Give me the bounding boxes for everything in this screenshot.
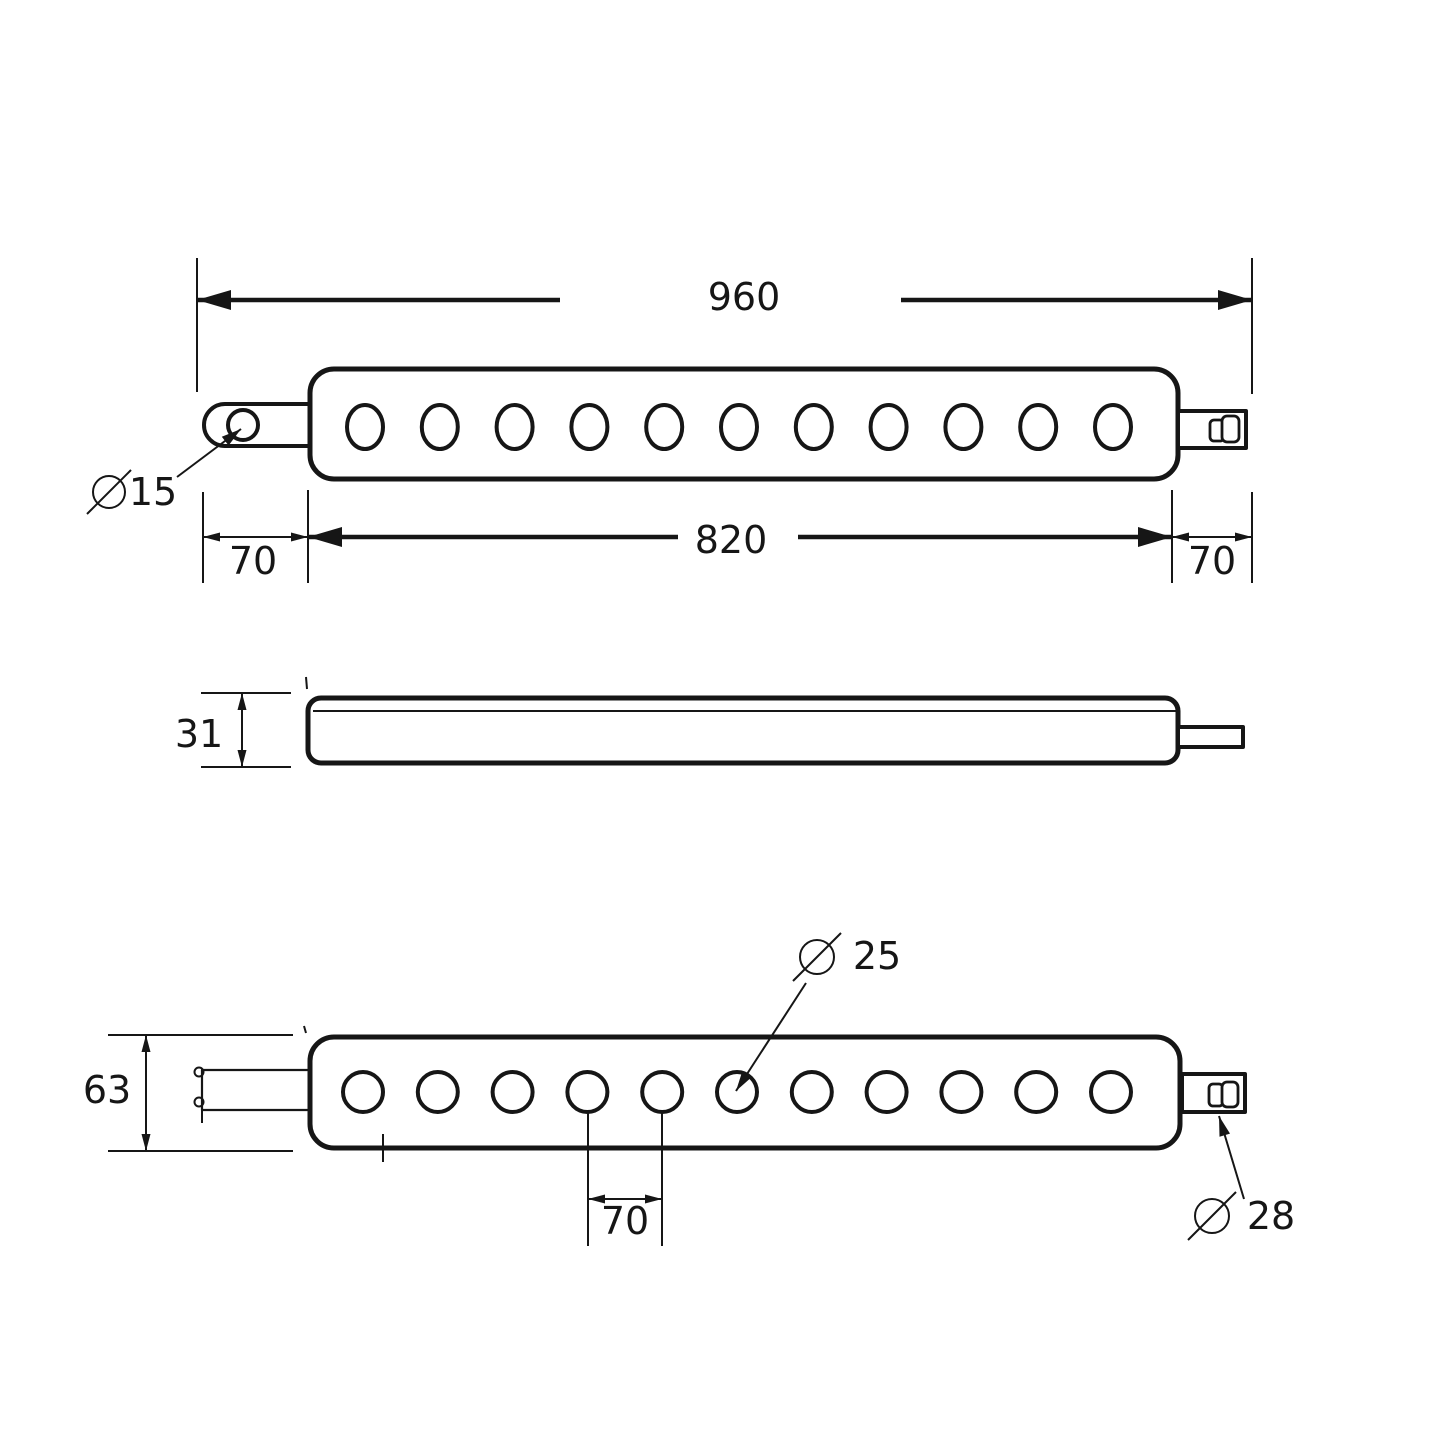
leader-arrowhead [736, 1071, 752, 1091]
clip-detail [1220, 414, 1241, 444]
diameter-symbol [1194, 1198, 1230, 1234]
witness-tick [303, 1025, 307, 1034]
top-view-hole [419, 403, 460, 451]
top-view-hole [345, 403, 385, 451]
bottom-view-hole [490, 1070, 535, 1114]
top-view-hole [1018, 403, 1059, 451]
top-view-hole [569, 403, 610, 451]
leader-arrowhead [221, 429, 241, 446]
dimension-width-63: 63 [83, 1034, 293, 1152]
diameter-symbol-slash [1187, 1191, 1237, 1241]
diameter-symbol-slash [792, 932, 842, 982]
arrowhead [1172, 532, 1189, 542]
clip-detail [1220, 1080, 1240, 1109]
arrowhead-down [141, 1134, 151, 1151]
arrowhead [588, 1194, 605, 1204]
arrowhead-right [1218, 290, 1252, 310]
top-view-hole [868, 403, 909, 451]
top-view-hole [494, 403, 535, 451]
diameter-symbol-slash [86, 469, 132, 515]
right-tab-top-view [1176, 409, 1248, 450]
dimension-label-960: 960 [708, 275, 781, 319]
bottom-view-hole [640, 1070, 685, 1114]
bottom-view-hole [939, 1070, 984, 1114]
bottom-view-hole [864, 1070, 909, 1114]
top-view-hole [1093, 403, 1133, 451]
bottom-view-hole [415, 1070, 460, 1114]
bottom-view: 63 25 [83, 932, 1295, 1246]
top-view-hole [943, 403, 984, 451]
dimension-right-offset-70: 70 [1172, 492, 1253, 583]
callout-dia-25: 25 [735, 932, 901, 1092]
bottom-view-holes [341, 1070, 1133, 1114]
bottom-view-hole [565, 1070, 610, 1114]
left-clevis-tab [202, 402, 312, 448]
dimension-label-70-right: 70 [1188, 539, 1236, 583]
right-tab-bottom-view [1180, 1072, 1247, 1114]
arrowhead-left [308, 527, 342, 547]
arrowhead [1235, 532, 1252, 542]
diameter-symbol [92, 475, 126, 509]
bottom-view-hole [341, 1070, 385, 1114]
top-view-hole [793, 403, 834, 451]
right-tab-side-view [1176, 725, 1245, 749]
leader-line [735, 982, 807, 1092]
top-view-holes [345, 403, 1133, 451]
arrowhead-right [1138, 527, 1172, 547]
arrowhead-up [141, 1035, 151, 1052]
dimension-label-25: 25 [853, 934, 901, 978]
bottom-view-hole [1014, 1070, 1059, 1114]
dimension-label-15: 15 [129, 470, 177, 514]
arrowhead-down [237, 750, 247, 767]
arrowhead [203, 532, 220, 542]
bottom-view-hole [1089, 1070, 1133, 1114]
dimension-left-offset-70: 70 [202, 492, 308, 583]
dimension-label-63: 63 [83, 1068, 131, 1112]
arrowhead [291, 532, 308, 542]
dimension-label-31: 31 [175, 712, 223, 756]
dimension-body-820: 820 [307, 490, 1173, 583]
top-view-hole [719, 403, 759, 451]
arrowhead-up [237, 693, 247, 710]
callout-dia-28: 28 [1187, 1115, 1295, 1241]
bottom-view-hole [715, 1070, 759, 1114]
bar-body-side-view [305, 695, 1181, 766]
dimension-overall-960: 960 [196, 258, 1253, 394]
top-view: 960 15 [86, 258, 1253, 583]
dimension-label-28: 28 [1247, 1194, 1295, 1238]
dimension-label-70-left: 70 [229, 539, 277, 583]
top-view-hole [644, 403, 685, 451]
witness-tick [305, 676, 308, 690]
dimension-label-820: 820 [695, 518, 768, 562]
fork-boss [193, 1096, 205, 1108]
arrowhead-left [197, 290, 231, 310]
fork-boss [193, 1066, 205, 1078]
bottom-view-hole [789, 1070, 834, 1114]
diameter-symbol [799, 939, 835, 975]
dimension-label-70-spacing: 70 [601, 1199, 649, 1243]
side-view: 31 [175, 676, 1245, 768]
dimension-hole-spacing-70: 70 [587, 1113, 663, 1246]
callout-dia-15: 15 [86, 428, 242, 515]
dimension-thickness-31: 31 [175, 692, 291, 768]
leader-arrowhead [1219, 1116, 1230, 1137]
arrowhead [645, 1194, 662, 1204]
